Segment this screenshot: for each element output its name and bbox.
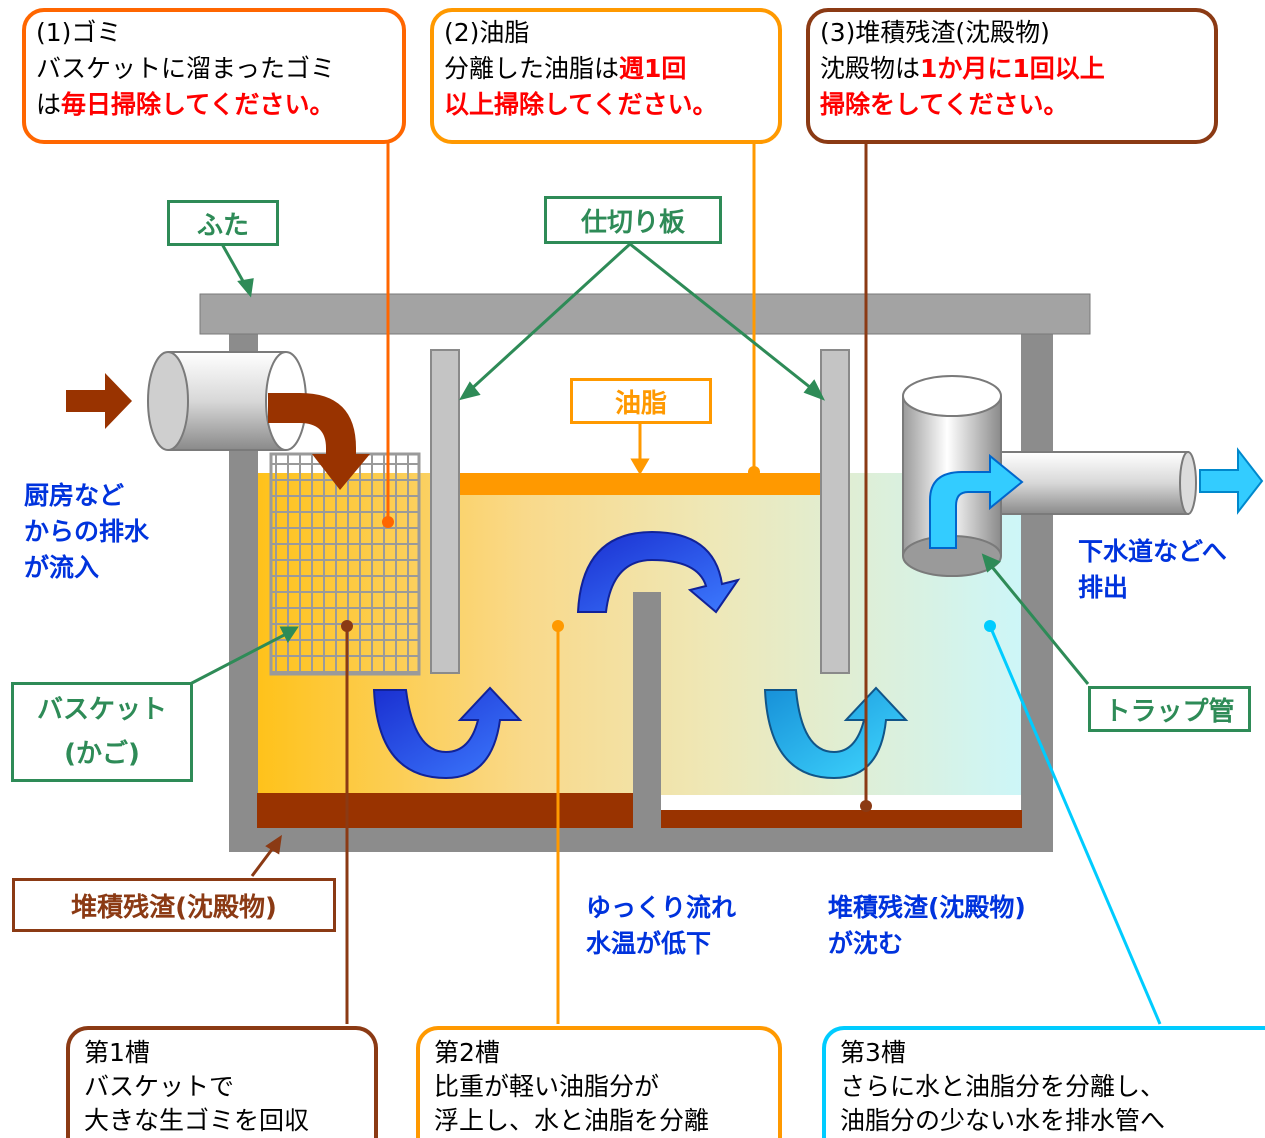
callout-grease-line3: 以上掃除してください。 bbox=[444, 90, 718, 119]
sediment-layer-left bbox=[257, 793, 633, 828]
callout-grease-line1: (2)油脂 bbox=[444, 18, 530, 47]
tank2-line2: 浮上し、水と油脂を分離 bbox=[434, 1106, 710, 1135]
note-slow-line2: 水温が低下 bbox=[586, 929, 712, 958]
note-outflow: 下水道などへ 排出 bbox=[1078, 534, 1227, 606]
tank3-title: 第3槽 bbox=[840, 1038, 906, 1067]
flow-arrow-arch-icon bbox=[576, 530, 741, 614]
label-grease: 油脂 bbox=[570, 378, 712, 424]
note-settle-line2: が沈む bbox=[828, 929, 904, 958]
label-basket: バスケット (かご) bbox=[11, 682, 193, 782]
note-settle: 堆積残渣(沈殿物) が沈む bbox=[828, 890, 1026, 962]
flow-arrow-u-1-icon bbox=[372, 686, 523, 780]
callout-grease-line2b: 週1回 bbox=[619, 54, 687, 83]
trap-flow-arrow-icon bbox=[929, 453, 1024, 549]
tank3-line2: 油脂分の少ない水を排水管へ bbox=[840, 1106, 1166, 1135]
pointer-trap bbox=[986, 561, 1090, 685]
tank1-line1: バスケットで bbox=[84, 1072, 235, 1101]
basket bbox=[269, 452, 421, 676]
note-settle-line1: 堆積残渣(沈殿物) bbox=[828, 893, 1026, 922]
inlet-curve-arrow-icon bbox=[268, 393, 370, 490]
tank1-line2: 大きな生ゴミを回収 bbox=[84, 1106, 310, 1135]
note-outflow-line1: 下水道などへ bbox=[1078, 537, 1227, 566]
note-slow-line1: ゆっくり流れ bbox=[586, 893, 737, 922]
pointer-partition-2 bbox=[629, 242, 817, 394]
lid bbox=[199, 293, 1091, 335]
tank-floor bbox=[229, 828, 1053, 852]
tank3-box: 第3槽 さらに水と油脂分を分離し、 油脂分の少ない水を排水管へ bbox=[822, 1026, 1265, 1138]
label-sediment: 堆積残渣(沈殿物) bbox=[12, 878, 336, 932]
note-inflow-line3: が流入 bbox=[24, 553, 100, 582]
pointer-partition-1 bbox=[466, 242, 632, 394]
tank2-line1: 比重が軽い油脂分が bbox=[434, 1072, 660, 1101]
leader-tank3 bbox=[988, 625, 1162, 1025]
partition-plate-2 bbox=[820, 349, 850, 674]
note-inflow-line1: 厨房など bbox=[24, 481, 125, 510]
callout-garbage-line2: バスケットに溜まったゴミ bbox=[36, 54, 336, 83]
outflow-arrow-icon bbox=[1199, 447, 1264, 515]
note-outflow-line2: 排出 bbox=[1078, 573, 1129, 602]
callout-garbage-line3b: 毎日掃除してください。 bbox=[61, 90, 335, 119]
partition-plate-1 bbox=[430, 349, 460, 674]
label-partition: 仕切り板 bbox=[544, 196, 722, 244]
partition-center bbox=[633, 592, 661, 828]
callout-sediment-line3: 掃除をしてください。 bbox=[820, 90, 1069, 119]
tank3-line1: さらに水と油脂分を分離し、 bbox=[840, 1072, 1166, 1101]
flow-arrow-u-2-icon bbox=[763, 686, 909, 780]
label-basket-line2: (かご) bbox=[64, 739, 140, 769]
sediment-layer-right bbox=[661, 810, 1022, 828]
note-slow-flow: ゆっくり流れ 水温が低下 bbox=[586, 890, 736, 962]
callout-grease: (2)油脂 分離した油脂は週1回 以上掃除してください。 bbox=[430, 8, 782, 144]
grease-layer bbox=[459, 473, 821, 495]
inflow-arrow-icon bbox=[66, 373, 132, 429]
label-basket-line1: バスケット bbox=[36, 695, 167, 725]
callout-garbage-line1: (1)ゴミ bbox=[36, 18, 122, 47]
pointer-basket bbox=[189, 630, 291, 686]
callout-sediment: (3)堆積残渣(沈殿物) 沈殿物は1か月に1回以上 掃除をしてください。 bbox=[806, 8, 1218, 144]
callout-grease-line2a: 分離した油脂は bbox=[444, 54, 620, 83]
label-trap: トラップ管 bbox=[1088, 686, 1251, 732]
callout-sediment-line1: (3)堆積残渣(沈殿物) bbox=[820, 18, 1050, 47]
tank1-title: 第1槽 bbox=[84, 1038, 150, 1067]
callout-sediment-line2b: 1か月に1回以上 bbox=[920, 54, 1105, 83]
tank2-title: 第2槽 bbox=[434, 1038, 500, 1067]
callout-garbage-line3a: は bbox=[36, 90, 62, 119]
note-inflow-line2: からの排水 bbox=[24, 517, 150, 546]
tank1-box: 第1槽 バスケットで 大きな生ゴミを回収 bbox=[66, 1026, 378, 1138]
callout-garbage: (1)ゴミ バスケットに溜まったゴミ は毎日掃除してください。 bbox=[22, 8, 406, 144]
inlet-pipe bbox=[147, 351, 307, 451]
note-inflow: 厨房など からの排水 が流入 bbox=[24, 478, 149, 586]
label-lid: ふた bbox=[167, 200, 279, 246]
callout-sediment-line2a: 沈殿物は bbox=[820, 54, 921, 83]
tank-wall-right bbox=[1021, 330, 1053, 852]
tank2-box: 第2槽 比重が軽い油脂分が 浮上し、水と油脂を分離 bbox=[416, 1026, 782, 1138]
